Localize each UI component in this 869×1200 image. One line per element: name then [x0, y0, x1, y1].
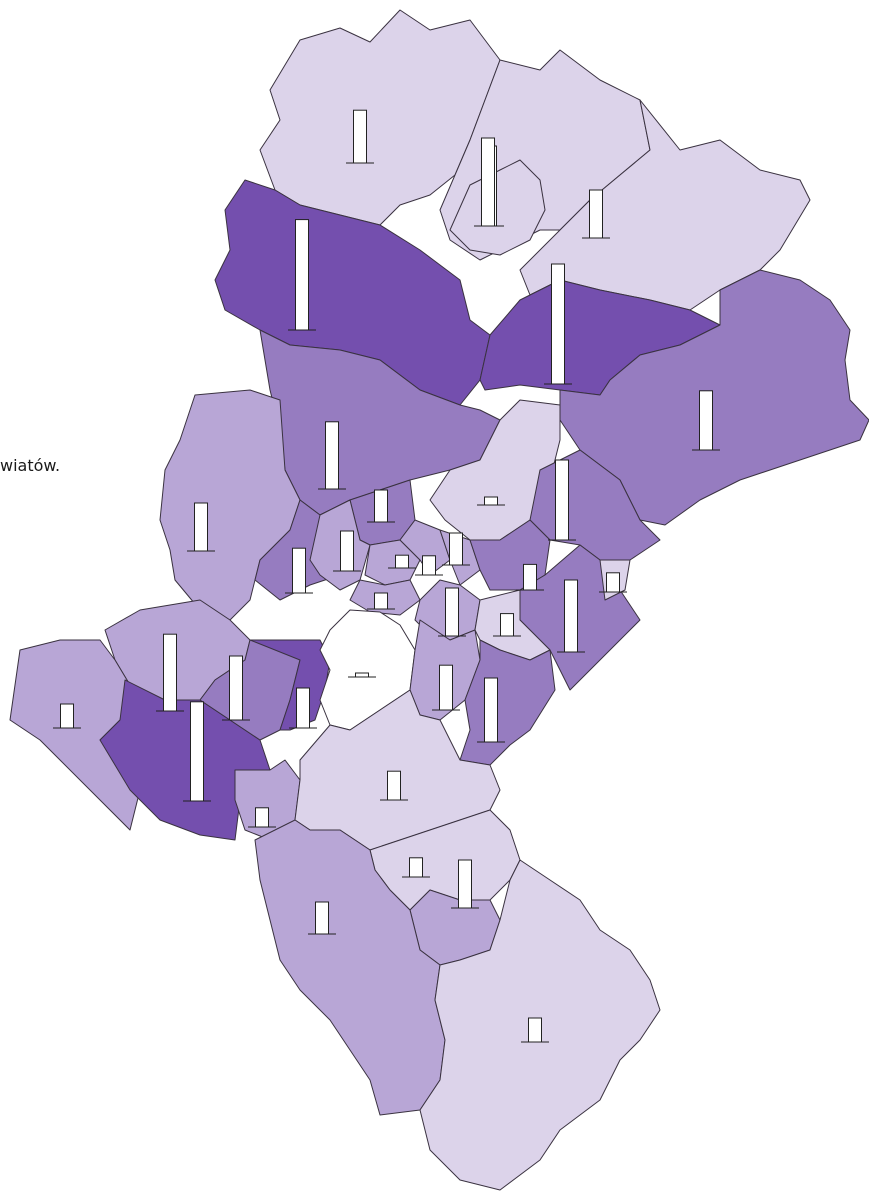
bar-group-west-middle — [187, 502, 215, 552]
region-west-middle — [159, 389, 301, 621]
bar-group-south-center-3 — [380, 770, 408, 801]
bar-group-urban-9 — [367, 592, 395, 610]
region-south-center-2 — [459, 639, 556, 766]
bar-city-white — [355, 672, 369, 678]
bar-urban-12 — [564, 579, 578, 653]
bar-group-south-far — [521, 1017, 549, 1043]
regions-layer — [9, 9, 869, 1191]
bar-group-south-west-3 — [289, 687, 317, 729]
bar-group-south-center-1 — [432, 664, 460, 711]
bar-urban-1 — [292, 547, 306, 594]
bar-south-west-3 — [296, 687, 310, 729]
bar-group-south-center-2 — [477, 677, 505, 743]
bar-group-urban-8 — [442, 532, 470, 566]
bar-south-west-4 — [255, 807, 269, 828]
bar-group-urban-11 — [438, 587, 466, 637]
bar-urban-4 — [555, 459, 569, 541]
bar-south-west-lower — [315, 901, 329, 935]
bar-urban-14 — [500, 613, 514, 637]
bar-group-central-band-west — [288, 219, 316, 331]
bar-group-urban-12 — [557, 579, 585, 653]
bar-south-2 — [458, 859, 472, 909]
bar-south-1 — [409, 857, 423, 878]
bar-central-band-east — [551, 263, 565, 385]
bar-urban-7 — [422, 555, 436, 576]
bar-group-urban-5 — [333, 530, 361, 572]
bar-urban-13 — [606, 572, 620, 593]
bar-south-center-3 — [387, 770, 401, 801]
bar-group-south-west-lower — [308, 901, 336, 935]
bar-north-east — [589, 189, 603, 239]
bar-group-urban-6 — [388, 554, 416, 569]
bar-group-north-east — [582, 189, 610, 239]
bar-group-urban-13 — [599, 572, 627, 593]
bar-urban-11 — [445, 587, 459, 637]
bar-center-north — [325, 421, 339, 490]
bar-group-south-1 — [402, 857, 430, 878]
region-north-west — [259, 9, 501, 226]
bar-group-south-west-4 — [248, 807, 276, 828]
bar-group-south-west-1 — [156, 633, 184, 712]
bar-group-south-2 — [451, 859, 479, 909]
bar-south-west-dark — [190, 701, 204, 802]
bar-south-far — [528, 1017, 542, 1043]
bar-group-urban-1 — [285, 547, 313, 594]
bar-group-city-white — [348, 672, 376, 678]
region-north-inner — [449, 159, 546, 256]
bar-group-south-west-2 — [222, 655, 250, 721]
bar-urban-5 — [340, 530, 354, 572]
bar-urban-10 — [523, 563, 537, 591]
bar-group-urban-3 — [477, 496, 505, 506]
bar-south-west-far — [60, 703, 74, 729]
bar-north-inner — [481, 137, 495, 227]
bar-urban-2 — [374, 489, 388, 523]
bar-north-west — [353, 109, 367, 164]
bar-group-south-west-far — [53, 703, 81, 729]
region-east-large — [559, 269, 869, 526]
bar-group-south-west-dark — [183, 701, 211, 802]
bar-group-north-west — [346, 109, 374, 164]
bar-central-band-west — [295, 219, 309, 331]
bar-urban-8 — [449, 532, 463, 566]
bar-south-center-2 — [484, 677, 498, 743]
bar-group-urban-7 — [415, 555, 443, 576]
bar-south-west-2 — [229, 655, 243, 721]
bars-layer — [53, 109, 720, 1043]
bar-group-urban-4 — [548, 459, 576, 541]
bar-group-urban-10 — [516, 563, 544, 591]
bar-urban-6 — [395, 554, 409, 569]
bar-south-center-1 — [439, 664, 453, 711]
caption-text: wiatów. — [0, 456, 61, 475]
bar-south-west-1 — [163, 633, 177, 712]
bar-group-east-large — [692, 390, 720, 451]
bar-urban-9 — [374, 592, 388, 610]
bar-group-center-north — [318, 421, 346, 490]
bar-group-north-inner — [474, 137, 502, 227]
bar-east-large — [699, 390, 713, 451]
bar-group-central-band-east — [544, 263, 572, 385]
bar-group-urban-14 — [493, 613, 521, 637]
bar-west-middle — [194, 502, 208, 552]
bar-urban-3 — [484, 496, 498, 506]
bar-group-urban-2 — [367, 489, 395, 523]
